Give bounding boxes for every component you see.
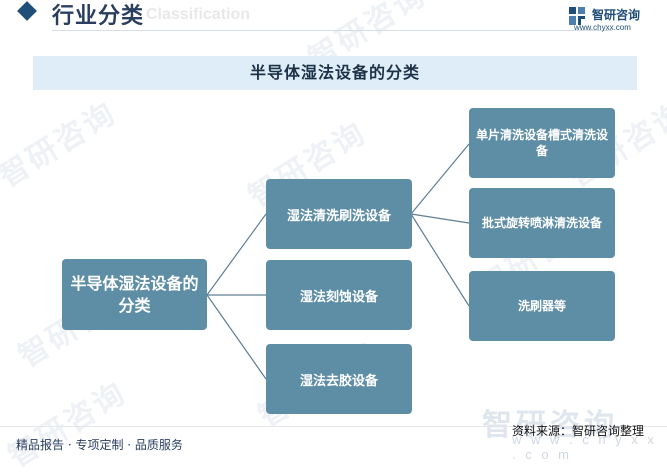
- chart-title-band: 半导体湿法设备的分类: [33, 56, 637, 90]
- chart-title: 半导体湿法设备的分类: [249, 63, 420, 82]
- node-l1-wet-cleaning: 湿法清洗刷洗设备: [266, 179, 412, 249]
- watermark-bottom: 智研咨询: [482, 408, 618, 443]
- footer-source: 资料来源：智研咨询整理: [512, 424, 645, 438]
- brand-logo-icon: [569, 7, 585, 25]
- connector-l1-l2a: [410, 143, 470, 215]
- connector-root-l1c: [206, 294, 267, 380]
- connector-root-l1a: [206, 213, 267, 296]
- node-l2-scrubber: 洗刷器等: [469, 271, 615, 341]
- node-l1-wet-etching: 湿法刻蚀设备: [266, 260, 412, 330]
- node-l1-wet-stripping: 湿法去胶设备: [266, 344, 412, 414]
- header-subtitle: Classification: [146, 6, 251, 23]
- connector-l1-l2c: [410, 213, 470, 307]
- brand-name: 智研咨询: [592, 8, 641, 22]
- brand-logo: 智研咨询 www.chyxx.com: [568, 6, 658, 34]
- node-l2-batch-spray: 批式旋转喷淋清洗设备: [469, 188, 615, 258]
- header-divider: [52, 30, 612, 31]
- footer-divider: [0, 426, 667, 427]
- node-l2-single-wafer: 单片清洗设备槽式清洗设备: [469, 108, 615, 178]
- watermark-url: w w w . c h y x x . c o m: [512, 432, 657, 462]
- brand-url: www.chyxx.com: [574, 23, 631, 32]
- header-title: 行业分类: [52, 4, 145, 29]
- connector-l1-l2b: [410, 213, 470, 224]
- node-root: 半导体湿法设备的分类: [62, 259, 207, 330]
- footer-tagline: 精品报告 · 专项定制 · 品质服务: [16, 438, 183, 452]
